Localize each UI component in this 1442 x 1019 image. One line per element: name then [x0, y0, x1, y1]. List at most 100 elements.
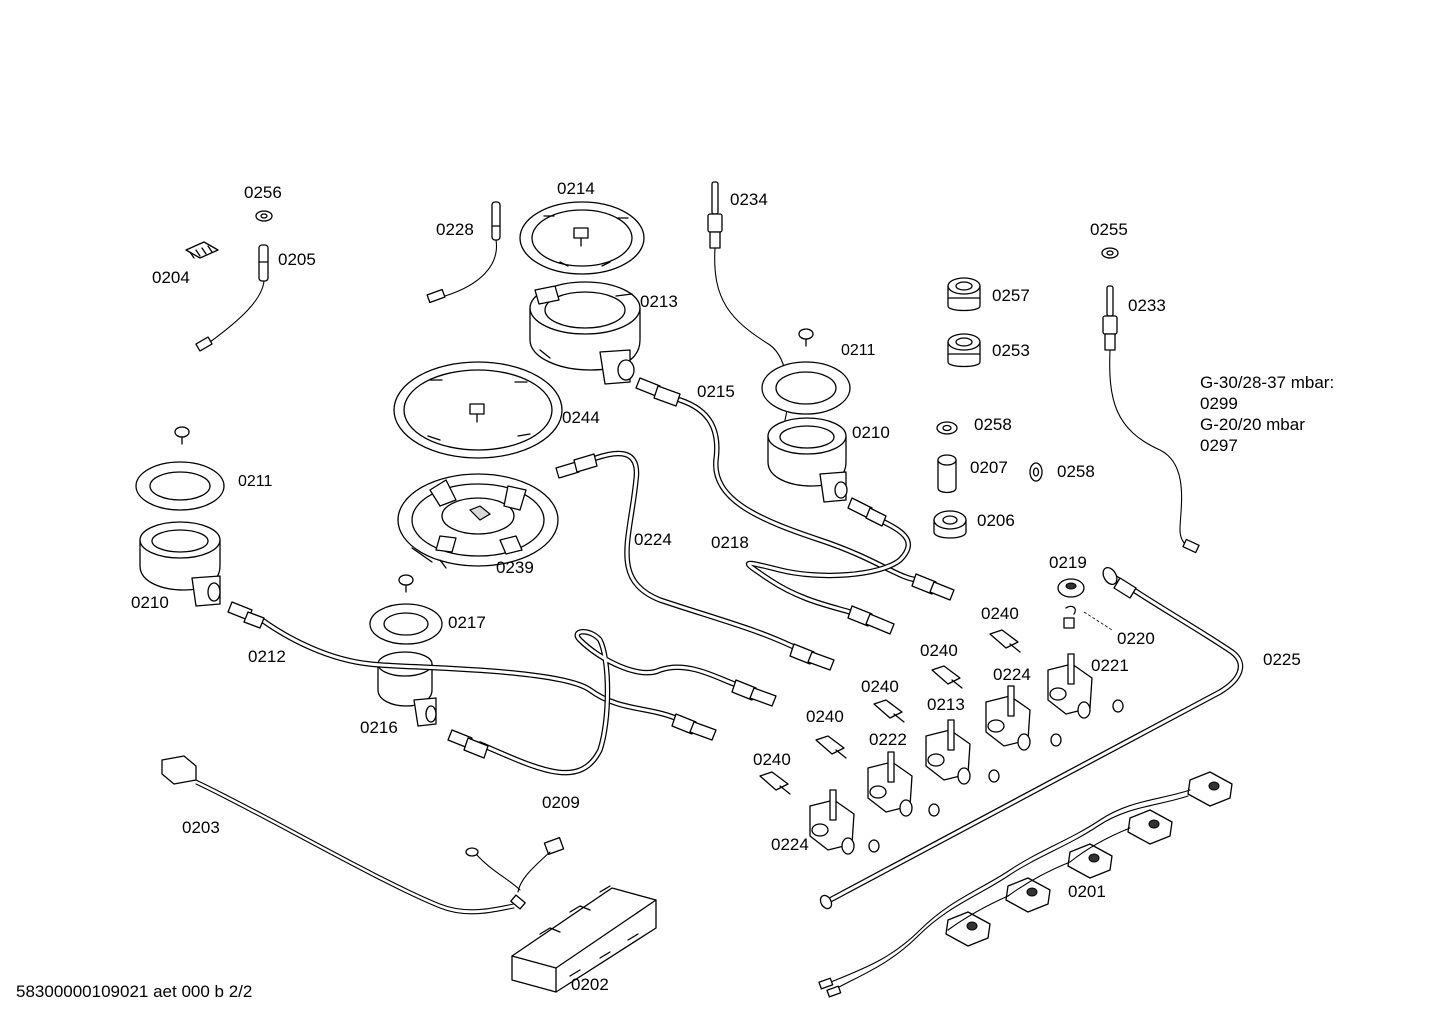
burner-0210-upper [767, 417, 848, 503]
gas-note-line-3: G-20/20 mbar [1200, 415, 1305, 434]
label-0214: 0214 [557, 179, 595, 198]
label-0233: 0233 [1128, 296, 1166, 315]
label-0219: 0219 [1049, 553, 1087, 572]
label-0228: 0228 [436, 220, 474, 239]
label-0258-upper: 0258 [974, 415, 1012, 434]
label-0239: 0239 [496, 558, 534, 577]
label-0255: 0255 [1090, 220, 1128, 239]
nut-0219 [1057, 578, 1085, 598]
label-0207: 0207 [970, 458, 1008, 477]
o-rings-manifold [868, 699, 1124, 853]
manifold-0225 [819, 566, 1244, 910]
fitting-right-b [847, 605, 895, 635]
label-0240-e: 0240 [753, 750, 791, 769]
injector-0207 [937, 454, 957, 494]
label-0240-a: 0240 [981, 604, 1019, 623]
label-0213-upper: 0213 [640, 292, 678, 311]
screw-0240e [759, 771, 791, 795]
valve-0222 [867, 751, 913, 817]
fitting-right-c [789, 643, 835, 671]
label-0218: 0218 [711, 533, 749, 552]
fitting-0224-upper-left [555, 453, 598, 479]
label-0220: 0220 [1117, 629, 1155, 648]
washer-0256 [255, 210, 273, 222]
pipe-0218 [745, 517, 911, 615]
label-0211-upper: 0211 [841, 342, 876, 359]
washer-0255 [1101, 247, 1119, 259]
label-0258-lower: 0258 [1057, 462, 1095, 481]
label-0240-d: 0240 [806, 707, 844, 726]
screw-0240b [931, 665, 963, 689]
screw-0240a [989, 629, 1021, 653]
gas-note-line-2: 0299 [1200, 394, 1238, 413]
fitting-0218-left [847, 497, 887, 527]
label-0234: 0234 [730, 190, 768, 209]
valve-0224-right [985, 685, 1031, 751]
igniter-0228 [426, 201, 501, 304]
fitting-0209-left [447, 729, 489, 759]
label-0222: 0222 [869, 730, 907, 749]
nut-0257 [947, 277, 981, 312]
fitting-0215-left [635, 377, 681, 407]
label-0216: 0216 [360, 718, 398, 737]
washer-0258b [1029, 462, 1043, 482]
ring-0217 [369, 603, 443, 645]
screw-0240d [815, 735, 847, 759]
label-0209: 0209 [542, 793, 580, 812]
label-0213-valve: 0213 [927, 695, 965, 714]
valve-0221 [1047, 653, 1093, 719]
screw-0217 [398, 574, 414, 593]
label-0224-valve-right: 0224 [993, 665, 1031, 684]
fitting-right-e [671, 713, 717, 741]
thermocouple-0205 [195, 244, 269, 352]
label-0215: 0215 [697, 382, 735, 401]
fitting-0212-left [227, 601, 265, 629]
screw-0211-lower [174, 426, 190, 445]
thermocouple-0233 [1102, 285, 1200, 554]
label-0205: 0205 [278, 250, 316, 269]
part-labels: 0256 0205 0204 0228 0214 0213 0234 0211 … [131, 179, 1301, 994]
screw-0211-upper [798, 328, 814, 347]
screw-0240c [873, 699, 905, 723]
gas-type-note: G-30/28-37 mbar: 0299 G-20/20 mbar 0297 [1200, 373, 1334, 455]
label-0210-lower: 0210 [131, 593, 169, 612]
label-0224-valve-left: 0224 [771, 835, 809, 854]
ignition-harness-0201 [818, 771, 1233, 998]
label-0201: 0201 [1068, 882, 1106, 901]
document-code: 58300000109021 aet 000 b 2/2 [16, 982, 252, 1001]
pipe-0212 [259, 617, 683, 723]
switch-block-0202 [511, 885, 657, 993]
nut-0206 [933, 510, 967, 539]
label-0211-lower: 0211 [238, 473, 273, 490]
cable-0203 [161, 755, 565, 915]
label-0225: 0225 [1263, 650, 1301, 669]
valve-0213 [925, 719, 971, 785]
clip-0204 [185, 241, 219, 259]
label-0204: 0204 [152, 268, 190, 287]
label-0244: 0244 [562, 408, 600, 427]
burner-0213 [529, 281, 641, 385]
ring-0211-upper [761, 361, 851, 415]
burner-0239 [397, 473, 559, 569]
clip-0220 [1063, 605, 1113, 631]
label-0217: 0217 [448, 613, 486, 632]
ring-0211-lower [135, 461, 225, 511]
label-0240-b: 0240 [920, 641, 958, 660]
label-0224-pipe: 0224 [634, 530, 672, 549]
nut-0253 [947, 333, 981, 368]
label-0240-c: 0240 [861, 677, 899, 696]
pipe-0224-upper [593, 450, 803, 653]
ring-0214 [519, 201, 645, 275]
ring-0244 [393, 361, 563, 459]
burner-0210-lower [139, 521, 221, 607]
label-0221: 0221 [1091, 656, 1129, 675]
label-0256: 0256 [244, 183, 282, 202]
washer-0258a [936, 421, 958, 435]
label-0202: 0202 [571, 975, 609, 994]
gas-note-line-4: 0297 [1200, 436, 1238, 455]
label-0257: 0257 [992, 286, 1030, 305]
label-0210-upper: 0210 [852, 423, 890, 442]
pipe-0209 [477, 629, 743, 776]
label-0212: 0212 [248, 647, 286, 666]
